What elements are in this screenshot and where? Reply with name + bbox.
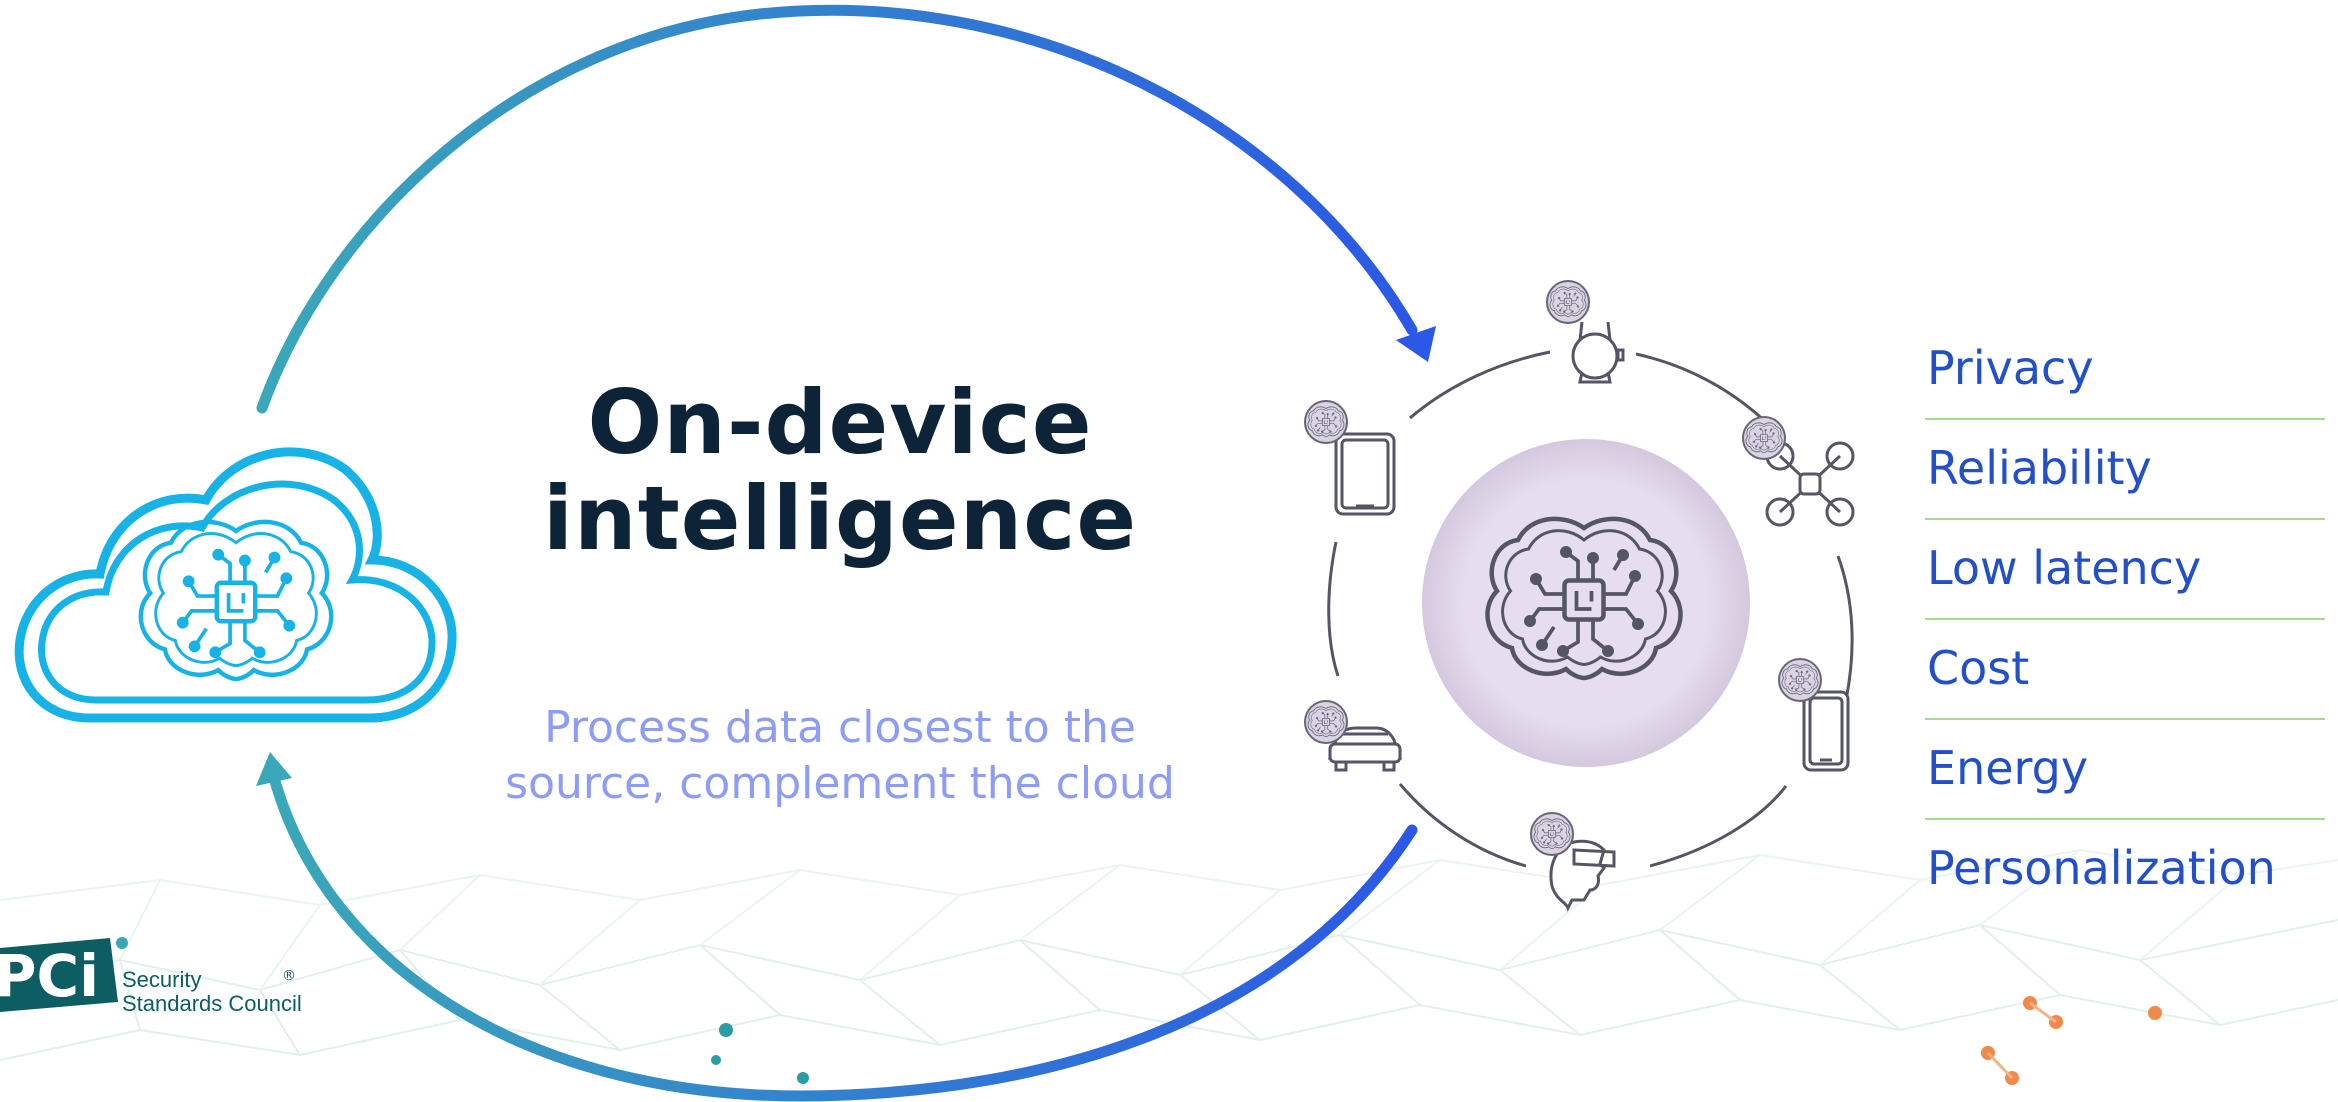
tablet-badge [1305, 401, 1347, 443]
drone-icon [1765, 441, 1855, 527]
pci-logo-mark: PCi [0, 942, 99, 1010]
benefit-reliability: Reliability [1925, 428, 2325, 520]
logo-line-1: Security [122, 967, 202, 992]
heading: On-device intelligence [520, 375, 1160, 567]
subheading: Process data closest to the source, comp… [470, 700, 1210, 812]
arrow-device-to-cloud [266, 764, 1418, 1102]
vr-headset-icon [1549, 839, 1616, 912]
drone-badge [1743, 417, 1785, 459]
benefits-list: Privacy Reliability Low latency Cost Ene… [1925, 328, 2325, 928]
smartwatch-icon [1571, 321, 1625, 384]
heading-line-2: intelligence [542, 467, 1138, 570]
car-badge [1305, 701, 1347, 743]
subheading-line-1: Process data closest to the [544, 702, 1136, 753]
arrow-head-cloud [256, 752, 292, 786]
mesh-nodes [116, 937, 2162, 1085]
smartwatch-badge [1547, 281, 1589, 323]
benefit-cost: Cost [1925, 628, 2325, 720]
benefit-privacy: Privacy [1925, 328, 2325, 420]
logo-registered-mark: ® [282, 968, 296, 984]
logo-line-2: Standards Council [122, 991, 302, 1016]
vr-headset-badge [1531, 813, 1573, 855]
benefit-energy: Energy [1925, 728, 2325, 820]
device-ring [1327, 350, 1854, 868]
tablet-icon [1334, 432, 1396, 516]
arrow-head-device [1396, 326, 1436, 362]
background-mesh [0, 848, 2338, 1061]
pci-logo: PCi [0, 938, 118, 1012]
heading-line-1: On-device [587, 371, 1093, 474]
subheading-line-2: source, complement the cloud [505, 758, 1175, 809]
logo-text: Security Standards Council [122, 968, 302, 1016]
benefit-personalization: Personalization [1927, 841, 2276, 895]
smartphone-icon [1802, 690, 1850, 772]
benefit-low-latency: Low latency [1925, 528, 2325, 620]
hub-circle [1422, 439, 1750, 767]
smartphone-badge [1779, 659, 1821, 701]
arrow-cloud-to-device [256, 4, 1418, 414]
